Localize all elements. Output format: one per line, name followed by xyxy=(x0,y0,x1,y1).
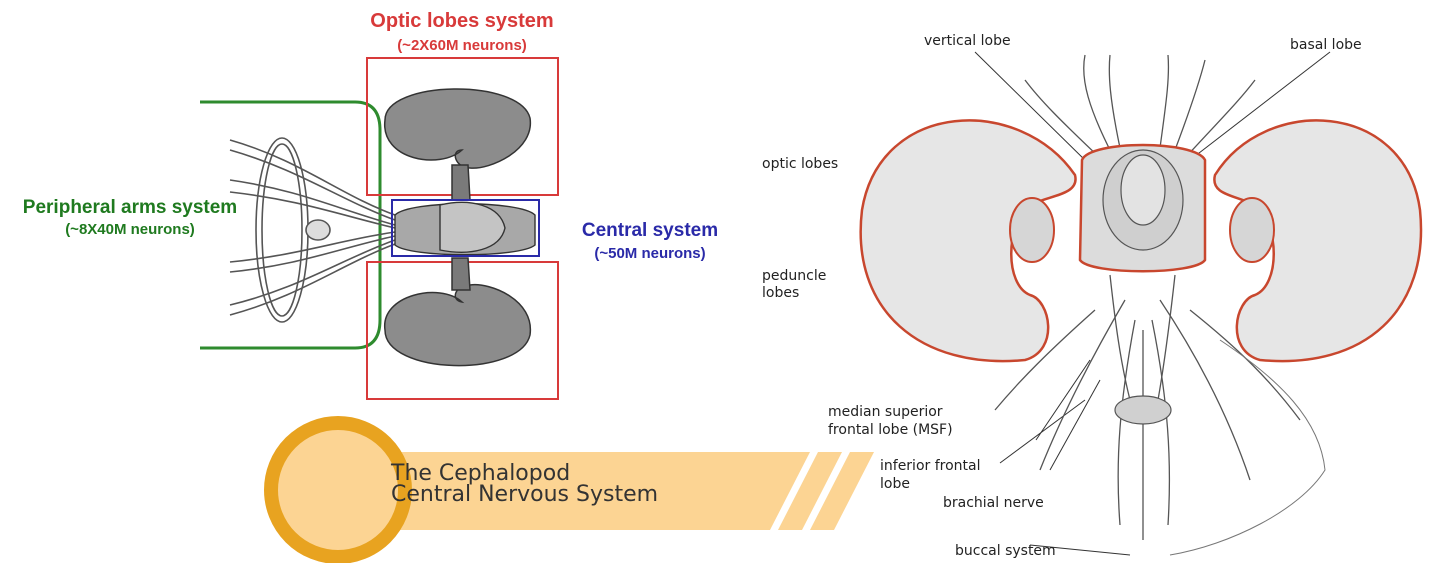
banner-title-line-1: The Cephalopod xyxy=(391,463,570,484)
banner-title-line-2: Central Nervous System xyxy=(391,484,658,505)
banner-circle xyxy=(271,423,405,557)
